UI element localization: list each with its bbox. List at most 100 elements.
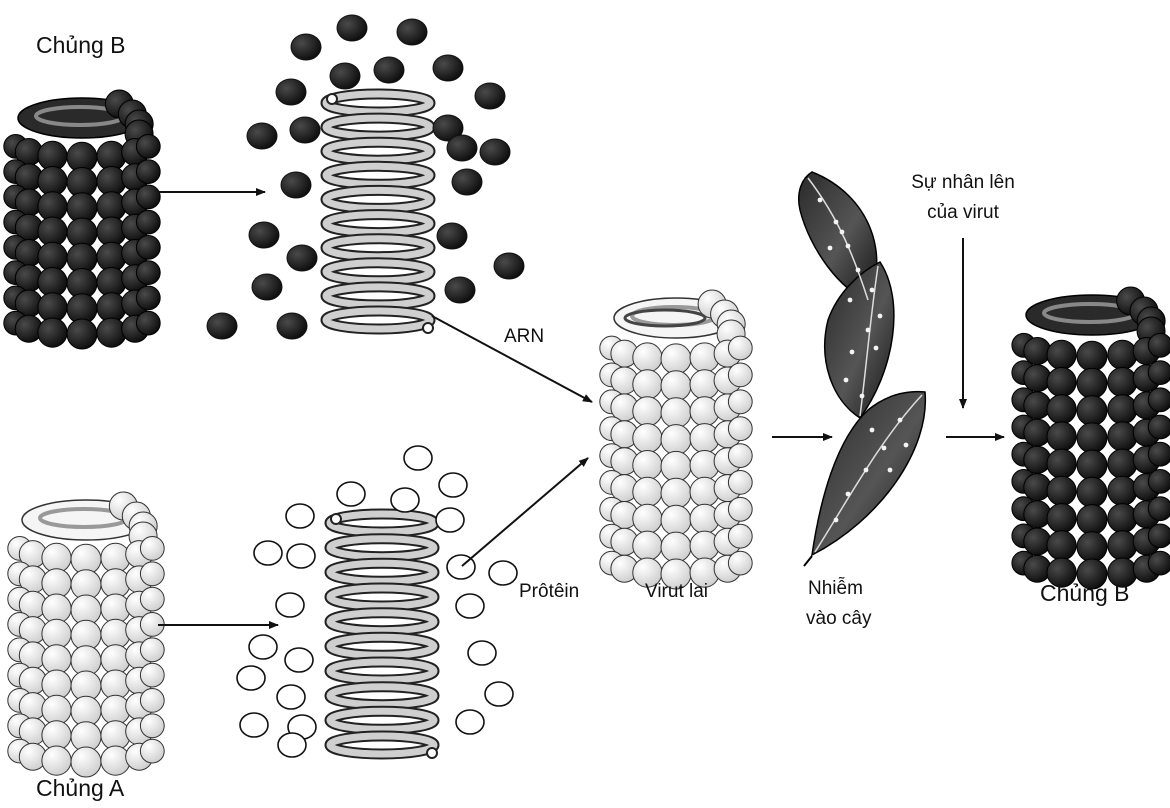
capsomere xyxy=(661,478,691,508)
rna-helix-turn-fill xyxy=(330,563,434,581)
free-dark-capsomere xyxy=(397,19,427,45)
free-light-capsomere xyxy=(286,504,314,528)
free-light-capsomere xyxy=(249,635,277,659)
capsomere xyxy=(42,746,71,775)
label-strain-b-top: Chủng B xyxy=(36,32,126,60)
capsomere xyxy=(1077,532,1107,562)
free-light-capsomere xyxy=(485,682,513,706)
capsomere xyxy=(1047,504,1076,533)
rna-helix-turn-fill xyxy=(326,142,430,160)
rna-end xyxy=(331,514,341,524)
capsomere xyxy=(728,551,752,575)
capsomere xyxy=(42,619,71,648)
capsomere xyxy=(728,471,752,495)
free-light-capsomere xyxy=(489,561,517,585)
capsomere xyxy=(1047,368,1076,397)
free-light-capsomere xyxy=(436,508,464,532)
lesion-spot xyxy=(870,288,875,293)
capsomere xyxy=(1148,524,1170,548)
capsomere xyxy=(633,343,662,372)
capsomere xyxy=(136,185,160,209)
capsomere xyxy=(1024,365,1051,392)
free-dark-capsomere xyxy=(480,139,510,165)
rna-helix-turn-fill xyxy=(326,166,430,184)
capsomere xyxy=(1148,333,1170,357)
free-light-capsomere xyxy=(276,593,304,617)
strain-b-progeny-virus xyxy=(1012,287,1170,589)
capsomere xyxy=(140,587,164,611)
capsomere xyxy=(1077,368,1107,398)
capsomere xyxy=(101,695,130,724)
capsomere xyxy=(1148,551,1170,575)
capsomere xyxy=(1047,395,1076,424)
label-strain-b-result: Chủng B xyxy=(1040,580,1130,608)
rna-helix-turn-fill xyxy=(330,588,434,606)
capsomere xyxy=(633,424,662,453)
rna-helix-turn-fill xyxy=(326,215,430,233)
capsomere xyxy=(140,638,164,662)
capsomere xyxy=(728,390,752,414)
capsomere xyxy=(97,318,126,347)
capsomere xyxy=(1024,338,1051,365)
capsomere xyxy=(1148,442,1170,466)
lesion-spot xyxy=(878,314,883,319)
capsomere xyxy=(1077,450,1107,480)
capsomere xyxy=(1047,449,1076,478)
capsomere xyxy=(1108,531,1137,560)
free-light-capsomere xyxy=(391,488,419,512)
capsomere xyxy=(67,319,97,349)
free-dark-capsomere xyxy=(433,55,463,81)
rna-helix-turn-fill xyxy=(326,287,430,305)
lesion-spot xyxy=(856,268,861,273)
lesion-spot xyxy=(850,350,855,355)
capsomere xyxy=(1024,474,1051,501)
free-dark-capsomere xyxy=(249,222,279,248)
leaf xyxy=(825,262,894,418)
hybrid-virus xyxy=(600,290,752,589)
capsomere xyxy=(101,746,130,775)
free-light-capsomere xyxy=(285,648,313,672)
capsomere xyxy=(1108,422,1137,451)
lesion-spot xyxy=(888,468,893,473)
free-dark-capsomere xyxy=(374,57,404,83)
capsomere xyxy=(42,543,71,572)
free-dark-capsomere xyxy=(277,313,307,339)
rna-helix-turn-fill xyxy=(330,687,434,705)
capsomere xyxy=(140,714,164,738)
infected-plant-leaves xyxy=(799,172,926,566)
free-light-capsomere xyxy=(456,710,484,734)
free-dark-capsomere xyxy=(247,123,277,149)
free-dark-capsomere xyxy=(330,63,360,89)
capsomere xyxy=(728,336,752,360)
capsomere xyxy=(661,451,691,481)
lesion-spot xyxy=(860,394,865,399)
strain-b-rna-and-dark-proteins xyxy=(207,15,524,339)
free-dark-capsomere xyxy=(494,253,524,279)
capsomere xyxy=(140,739,164,763)
lesion-spot xyxy=(864,468,869,473)
leaf-stem xyxy=(804,556,812,566)
capsomere xyxy=(1024,555,1051,582)
label-replication-line2: của virut xyxy=(893,202,1033,225)
capsomere xyxy=(1024,446,1051,473)
rna-helix-turn-fill xyxy=(326,263,430,281)
free-light-capsomere xyxy=(404,446,432,470)
free-light-capsomere xyxy=(439,473,467,497)
capsomere xyxy=(1108,476,1137,505)
lesion-spot xyxy=(898,418,903,423)
free-light-capsomere xyxy=(337,482,365,506)
capsomere xyxy=(136,311,160,335)
rna-helix-turn-fill xyxy=(326,190,430,208)
strain-b-virus xyxy=(4,90,160,349)
label-infect-line1: Nhiễm xyxy=(808,578,863,601)
free-dark-capsomere xyxy=(291,34,321,60)
free-dark-capsomere xyxy=(447,135,477,161)
label-rna: ARN xyxy=(504,326,544,349)
capsomere xyxy=(101,619,130,648)
capsomere xyxy=(140,663,164,687)
capsomere xyxy=(661,371,691,401)
lesion-spot xyxy=(818,198,823,203)
capsomere xyxy=(140,537,164,561)
